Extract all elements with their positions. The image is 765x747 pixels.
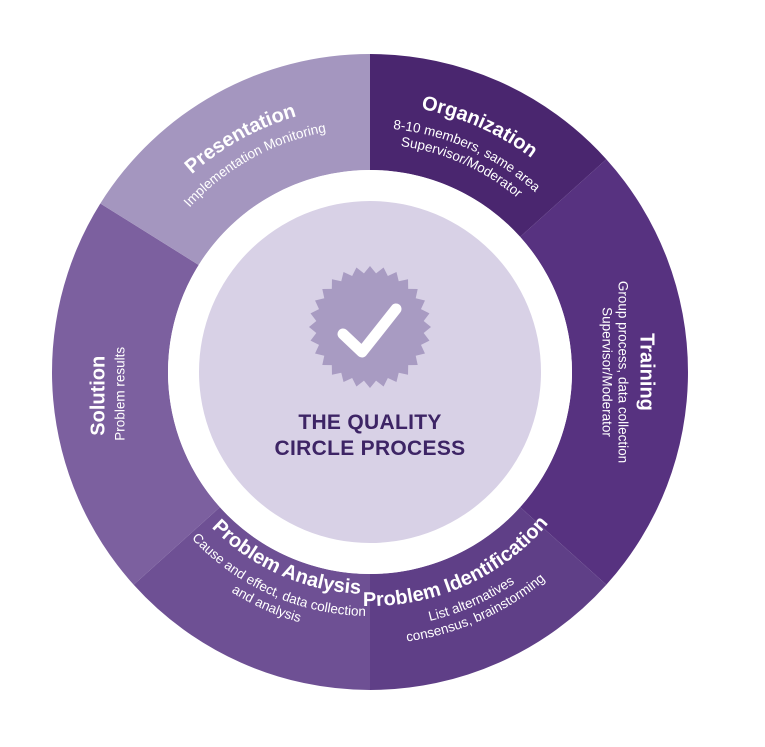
- center-title-line1: THE QUALITY: [298, 411, 441, 434]
- segment-label-training: Training Group process, data collectionSu…: [599, 281, 657, 463]
- segment-problem-identification: [370, 507, 607, 690]
- segment-problem-analysis: [133, 507, 370, 690]
- segment-desc-solution: Problem results: [113, 347, 128, 441]
- segment-training: [520, 159, 688, 585]
- segment-desc-training: Group process, data collection: [615, 281, 630, 463]
- check-icon: [337, 303, 402, 358]
- segments-ring: [52, 53, 688, 690]
- segment-label-solution: Solution Problem results: [87, 347, 127, 441]
- segment-title-solution: Solution: [87, 356, 109, 436]
- segment-organization: [370, 54, 607, 237]
- segment-solution: [52, 203, 220, 585]
- center-title-line2: CIRCLE PROCESS: [275, 437, 466, 460]
- segment-title-training: Training: [636, 333, 658, 411]
- checkmark-badge-icon: [309, 266, 431, 388]
- segment-presentation: [100, 53, 370, 265]
- segment-desc-training: Supervisor/Moderator: [599, 307, 614, 437]
